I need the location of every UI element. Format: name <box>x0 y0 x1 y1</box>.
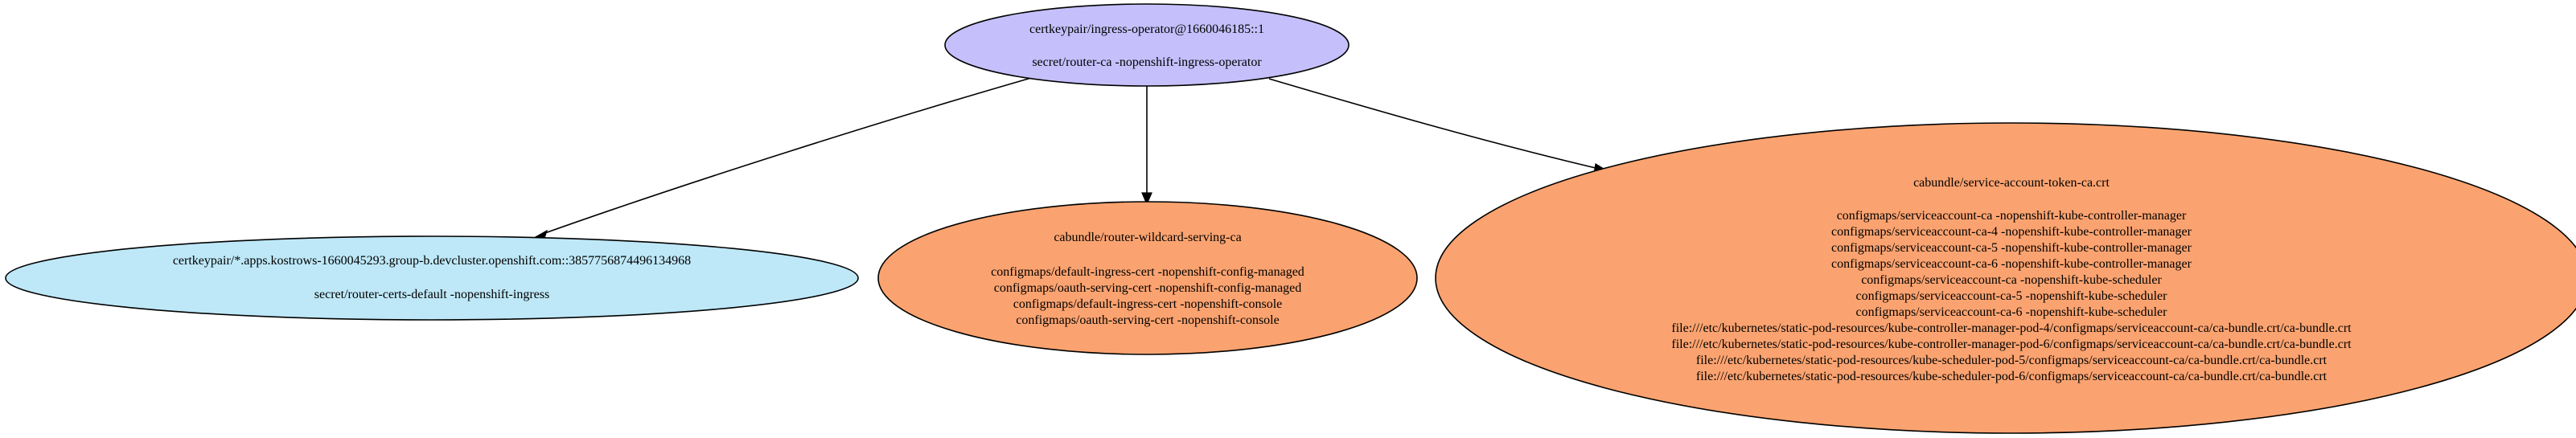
node-sa-token-ca-line: configmaps/serviceaccount-ca-4 -nopenshi… <box>1831 225 2192 239</box>
node-router-certs: certkeypair/*.apps.kostrows-1660045293.g… <box>5 235 859 321</box>
node-wildcard-ca-line: configmaps/default-ingress-cert -nopensh… <box>1013 297 1283 311</box>
node-sa-token-ca-line: configmaps/serviceaccount-ca -nopenshift… <box>1837 209 2187 223</box>
node-wildcard-ca: cabundle/router-wildcard-serving-ca conf… <box>877 201 1418 355</box>
edge-root-to-router-certs <box>532 77 1032 239</box>
node-sa-token-ca-line: file:///etc/kubernetes/static-pod-resour… <box>1671 321 2352 335</box>
node-sa-token-ca-line: configmaps/serviceaccount-ca-5 -nopenshi… <box>1856 289 2168 303</box>
node-sa-token-ca-line: file:///etc/kubernetes/static-pod-resour… <box>1671 338 2352 351</box>
edge-root-to-wildcard-ca <box>1141 85 1152 206</box>
node-sa-token-ca-line: configmaps/serviceaccount-ca-6 -nopenshi… <box>1831 257 2192 271</box>
node-sa-token-ca: cabundle/service-account-token-ca.crt co… <box>1435 122 2576 434</box>
node-wildcard-ca-line: configmaps/oauth-serving-cert -nopenshif… <box>994 281 1302 295</box>
node-sa-token-ca-line: file:///etc/kubernetes/static-pod-resour… <box>1696 370 2327 383</box>
node-root-title: certkeypair/ingress-operator@1660046185:… <box>1029 23 1264 36</box>
node-sa-token-ca-line: file:///etc/kubernetes/static-pod-resour… <box>1696 354 2327 367</box>
node-sa-token-ca-line: configmaps/serviceaccount-ca-5 -nopenshi… <box>1831 241 2192 255</box>
edge-root-to-sa-token-ca <box>1268 78 1609 174</box>
node-wildcard-ca-title: cabundle/router-wildcard-serving-ca <box>1054 231 1241 244</box>
node-root: certkeypair/ingress-operator@1660046185:… <box>944 3 1350 87</box>
node-wildcard-ca-line: configmaps/default-ingress-cert -nopensh… <box>991 265 1304 279</box>
node-router-certs-ellipse <box>5 235 859 321</box>
node-sa-token-ca-title: cabundle/service-account-token-ca.crt <box>1913 176 2110 190</box>
arrowhead <box>1141 192 1152 206</box>
node-root-ellipse <box>944 3 1350 87</box>
node-root-subtitle: secret/router-ca -nopenshift-ingress-ope… <box>1032 55 1262 69</box>
node-wildcard-ca-line: configmaps/oauth-serving-cert -nopenshif… <box>1016 313 1279 327</box>
node-router-certs-subtitle: secret/router-certs-default -nopenshift-… <box>314 288 549 301</box>
node-sa-token-ca-line: configmaps/serviceaccount-ca -nopenshift… <box>1861 273 2162 287</box>
node-sa-token-ca-ellipse <box>1435 122 2576 434</box>
node-wildcard-ca-ellipse <box>877 201 1418 355</box>
arrowhead <box>532 229 548 239</box>
edges <box>532 77 1609 239</box>
node-sa-token-ca-line: configmaps/serviceaccount-ca-6 -nopenshi… <box>1856 305 2168 319</box>
node-router-certs-title: certkeypair/*.apps.kostrows-1660045293.g… <box>173 254 691 268</box>
